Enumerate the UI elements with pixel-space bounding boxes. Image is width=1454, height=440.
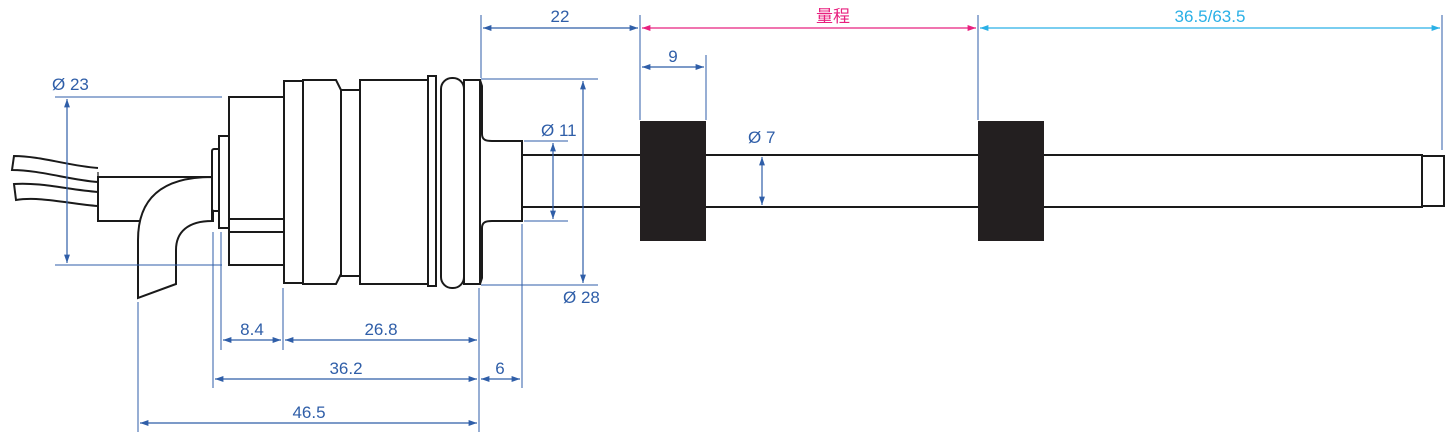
connector-nut — [211, 96, 293, 266]
label-float-width: 9 — [668, 47, 677, 66]
cable-wires — [10, 154, 99, 207]
label-diameter-23: Ø 23 — [52, 75, 89, 94]
label-diameter-7: Ø 7 — [748, 128, 775, 147]
label-range: 量程 — [816, 7, 850, 26]
cable — [97, 175, 214, 300]
label-length-8-4: 8.4 — [240, 320, 264, 339]
label-diameter-11: Ø 11 — [541, 121, 577, 140]
label-length-26-8: 26.8 — [364, 320, 397, 339]
dimension-lines — [64, 25, 1441, 426]
float-2 — [978, 121, 1044, 241]
label-length-22: 22 — [551, 7, 570, 26]
label-length-6: 6 — [495, 359, 504, 378]
label-length-36-2: 36.2 — [329, 359, 362, 378]
float-1 — [640, 121, 706, 241]
extension-lines — [55, 15, 1443, 432]
housing — [283, 75, 523, 289]
label-diameter-28: Ø 28 — [563, 288, 600, 307]
label-length-46-5: 46.5 — [292, 403, 325, 422]
label-tail-length: 36.5/63.5 — [1175, 7, 1246, 26]
